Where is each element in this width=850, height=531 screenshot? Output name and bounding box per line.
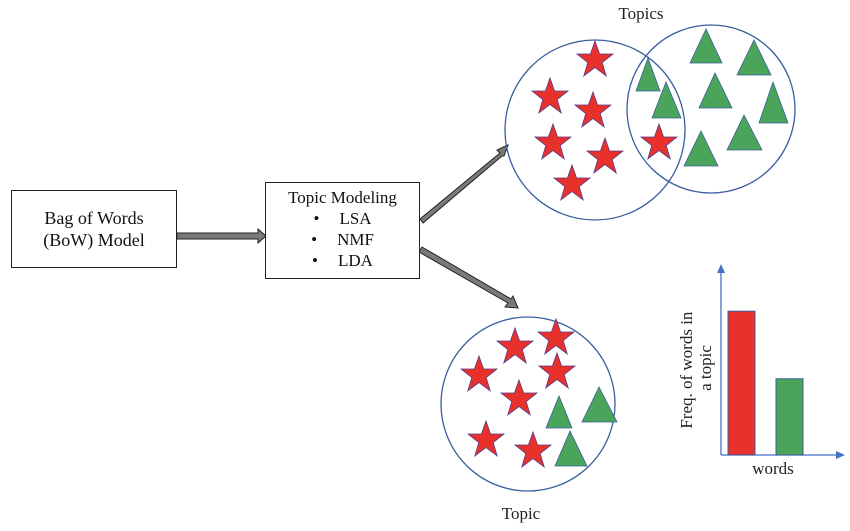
arrow-to-topic — [418, 246, 519, 309]
star-icon — [496, 327, 534, 364]
bag-of-words-box: Bag of Words (BoW) Model — [11, 190, 177, 268]
star-icon — [514, 431, 552, 468]
x-axis-label: words — [752, 459, 794, 478]
method-item: LDA — [266, 250, 419, 271]
word-frequency-chart: words Freq. of words in a topic — [677, 264, 845, 478]
triangle-icon — [545, 394, 573, 429]
method-lsa: LSA — [339, 209, 372, 228]
star-icon — [640, 123, 678, 160]
method-lda: LDA — [338, 251, 373, 270]
star-icon — [586, 137, 624, 174]
single-topic-circle — [440, 316, 616, 492]
bow-line1: Bag of Words — [44, 208, 144, 228]
star-icon — [574, 91, 612, 128]
topic-circle-right — [626, 24, 796, 194]
topic-circle-left — [504, 39, 686, 221]
method-item: NMF — [266, 229, 419, 250]
y-axis-arrowhead — [717, 264, 725, 273]
triangle-icon — [736, 39, 772, 76]
triangle-icon — [554, 430, 588, 467]
star-icon — [531, 77, 569, 114]
star-icon — [500, 379, 538, 416]
star-icon — [537, 318, 575, 355]
y-axis-label: Freq. of words in a topic — [677, 307, 715, 428]
topic-modeling-title: Topic Modeling — [288, 188, 397, 207]
triangle-icon — [689, 28, 723, 64]
x-axis-arrowhead — [836, 451, 845, 459]
arrow-to-topics — [419, 144, 509, 224]
triangle-icon — [581, 386, 618, 423]
triangle-icon — [698, 72, 733, 109]
star-icon — [534, 123, 572, 160]
triangle-icon — [758, 80, 789, 124]
topic-label: Topic — [502, 504, 541, 523]
star-icon — [460, 355, 498, 392]
topics-label: Topics — [618, 4, 663, 23]
star-icon — [576, 40, 614, 77]
method-item: LSA — [266, 208, 419, 229]
star-icon — [553, 164, 591, 201]
triangle-icon — [635, 56, 661, 92]
method-nmf: NMF — [337, 230, 374, 249]
star-icon — [538, 352, 576, 389]
bar-1 — [727, 310, 756, 456]
bar-2 — [775, 378, 804, 456]
topic-modeling-box: Topic Modeling LSA NMF LDA — [265, 182, 420, 279]
bow-line2: (BoW) Model — [43, 230, 145, 250]
arrow-bow-to-topic-modeling — [176, 227, 267, 245]
triangle-icon — [651, 80, 682, 119]
triangle-icon — [726, 114, 763, 151]
y-axis-label-line2: a topic — [696, 345, 715, 391]
y-axis-label-line1: Freq. of words in — [677, 311, 696, 429]
method-list: LSA NMF LDA — [266, 208, 419, 271]
star-icon — [467, 420, 505, 457]
triangle-icon — [683, 130, 719, 167]
